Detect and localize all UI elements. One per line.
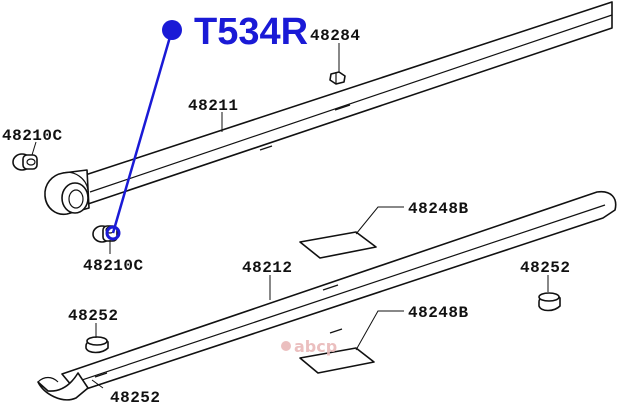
label-48252-right: 48252 <box>520 259 571 277</box>
callout-pointer-line <box>111 29 174 234</box>
label-48248b-lower: 48248B <box>408 304 469 322</box>
insert-lower-48248B <box>299 347 375 374</box>
watermark: abcp <box>281 337 337 356</box>
leader-48248b-lower <box>355 310 404 351</box>
label-48252-bottom: 48252 <box>110 389 161 407</box>
leader-48248b-upper <box>355 206 404 235</box>
main-leaf-48211 <box>44 1 613 216</box>
bushing-upper-48210C <box>12 153 38 171</box>
label-48284: 48284 <box>310 27 361 45</box>
callout-target-ring <box>105 225 121 241</box>
label-48210c-lower: 48210C <box>83 257 144 275</box>
second-leaf-48212 <box>37 190 617 401</box>
label-48211: 48211 <box>188 97 239 115</box>
nut-48284 <box>329 71 346 85</box>
callout-marker: T534R <box>105 11 308 241</box>
callout-dot <box>162 20 182 40</box>
pad-right-48252 <box>538 292 561 312</box>
label-48210c-upper: 48210C <box>2 127 63 145</box>
label-48252-left: 48252 <box>68 307 119 325</box>
label-48212: 48212 <box>242 259 293 277</box>
leader-48252-bottom <box>91 379 104 389</box>
watermark-dot <box>281 341 291 351</box>
label-48248b-upper: 48248B <box>408 200 469 218</box>
leader-48210c-upper <box>31 141 37 156</box>
pad-left-48252 <box>85 336 109 354</box>
insert-upper-48248B <box>299 231 377 259</box>
watermark-text: abcp <box>294 337 337 356</box>
callout-code: T534R <box>194 11 308 53</box>
